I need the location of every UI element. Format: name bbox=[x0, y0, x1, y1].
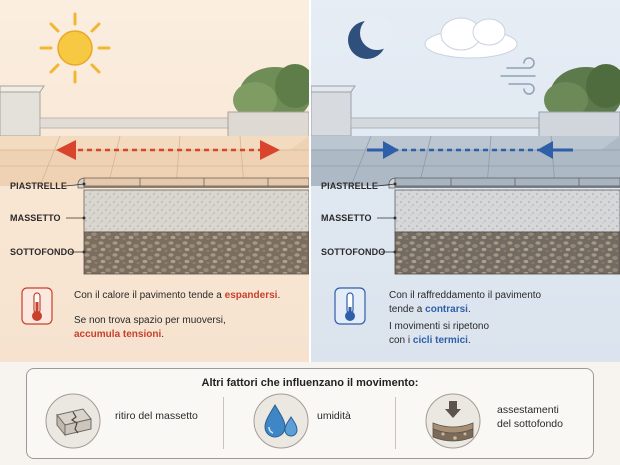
hedge-right bbox=[233, 64, 309, 123]
cross-section-night bbox=[388, 177, 620, 275]
factor-separator-2 bbox=[395, 397, 396, 449]
day-panel: PIASTRELLE MASSETTO SOTTOFONDO Con il ca… bbox=[0, 0, 309, 362]
day-text-2: Se non trova spazio per muoversi, accumu… bbox=[74, 315, 226, 340]
cross-section bbox=[77, 177, 309, 275]
night-panel: PIASTRELLE MASSETTO SOTTOFONDO Con il ra… bbox=[311, 0, 620, 362]
hedge-right-night bbox=[544, 64, 620, 123]
label-sottofondo-night: SOTTOFONDO bbox=[321, 247, 386, 257]
factors-title: Altri fattori che influenzano il movimen… bbox=[201, 377, 419, 389]
label-massetto-night: MASSETTO bbox=[321, 213, 372, 223]
factor-label-ritiro: ritiro del massetto bbox=[115, 410, 198, 422]
sun-icon bbox=[39, 12, 111, 84]
water-drops-icon bbox=[253, 393, 309, 449]
day-illustration bbox=[0, 12, 309, 325]
settling-ground-icon bbox=[425, 393, 481, 449]
cracked-screed-icon bbox=[45, 393, 101, 449]
wind-icon bbox=[500, 57, 536, 95]
label-massetto: MASSETTO bbox=[10, 213, 61, 223]
night-illustration bbox=[311, 16, 620, 325]
factor-label-assestamenti: assestamenti del sottofondo bbox=[497, 404, 563, 430]
factors-box: Altri fattori che influenzano il movimen… bbox=[26, 368, 594, 459]
factor-label-umidita: umidità bbox=[317, 410, 351, 422]
thermometer-cold-icon bbox=[334, 287, 366, 325]
night-text-2: I movimenti si ripetono con i cicli term… bbox=[389, 321, 490, 346]
contraction-arrows bbox=[367, 141, 573, 159]
day-text-1: Con il calore il pavimento tende a espan… bbox=[74, 290, 281, 301]
thermometer-hot-icon bbox=[21, 287, 53, 325]
label-sottofondo: SOTTOFONDO bbox=[10, 247, 75, 257]
panel-divider bbox=[309, 0, 311, 362]
moon-icon bbox=[348, 16, 394, 59]
label-piastrelle-night: PIASTRELLE bbox=[321, 181, 379, 191]
factor-separator-1 bbox=[223, 397, 224, 449]
expansion-arrows bbox=[56, 140, 280, 160]
label-piastrelle: PIASTRELLE bbox=[10, 181, 68, 191]
cloud-icon bbox=[424, 17, 518, 59]
night-text-1: Con il raffreddamento il pavimento tende… bbox=[389, 290, 542, 315]
